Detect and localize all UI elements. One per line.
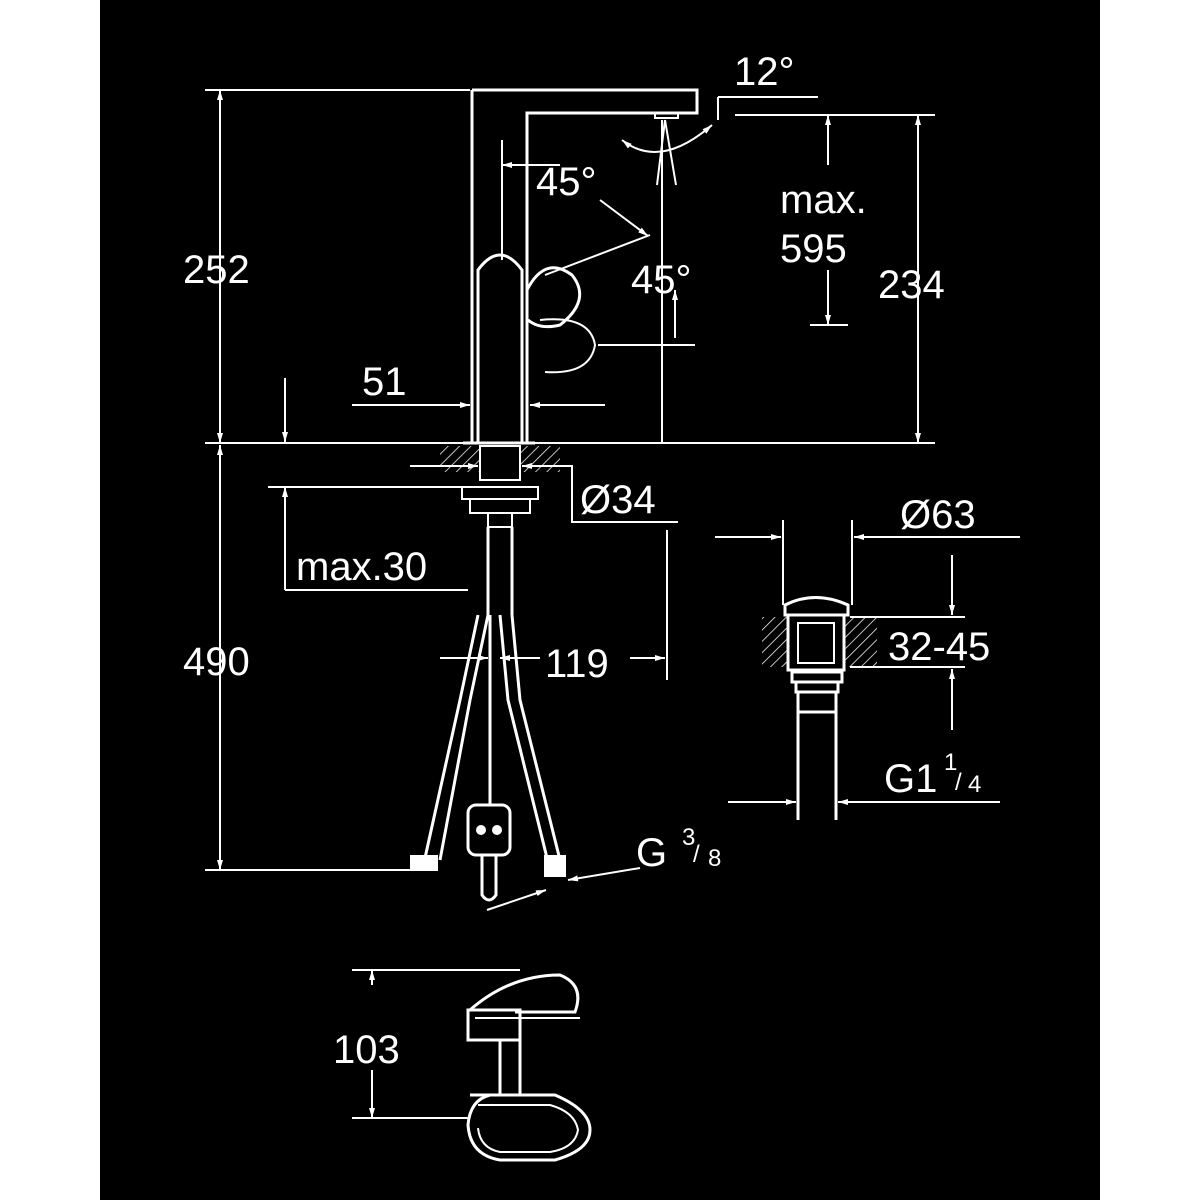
label-slash-drain: / <box>955 769 962 796</box>
label-595: 595 <box>780 227 847 271</box>
dim-12-deg <box>621 96 818 186</box>
dim-g38 <box>486 867 641 911</box>
dim-490 <box>205 445 410 871</box>
supply-hoses <box>410 527 566 902</box>
dim-119 <box>440 530 668 680</box>
dim-45-deg <box>501 120 695 443</box>
label-g-num-drain: 1 <box>944 749 957 776</box>
label-diameter-34: Ø34 <box>580 478 656 522</box>
dim-max30 <box>268 486 468 591</box>
label-119: 119 <box>545 642 609 686</box>
dim-595 <box>810 115 848 326</box>
label-g-den-drain: 4 <box>968 771 981 798</box>
label-103: 103 <box>333 1028 400 1072</box>
label-angle-45-lower: 45° <box>631 258 692 302</box>
dim-32-45 <box>850 555 965 730</box>
label-angle-12: 12° <box>734 50 795 94</box>
deck-section <box>205 442 935 528</box>
label-diameter-63: Ø63 <box>900 493 976 537</box>
label-51: 51 <box>362 360 407 404</box>
label-234: 234 <box>878 263 945 307</box>
label-max: max. <box>780 178 867 222</box>
label-angle-45-upper: 45° <box>536 160 597 204</box>
label-g-num-hose: 3 <box>682 824 695 851</box>
label-252: 252 <box>183 248 250 292</box>
label-490: 490 <box>183 640 250 684</box>
label-32-45: 32-45 <box>888 625 990 669</box>
label-g-main-drain: G1 <box>884 757 937 801</box>
dim-234 <box>735 114 935 443</box>
lever-view <box>466 973 592 1162</box>
dim-103 <box>352 969 520 1119</box>
label-max30: max.30 <box>296 545 427 589</box>
dim-diameter-63 <box>715 520 1020 605</box>
label-g-den-hose: 8 <box>708 845 721 872</box>
dim-diameter-34 <box>410 463 678 523</box>
label-g-main-hose: G <box>636 831 667 875</box>
drain-assembly <box>762 596 877 820</box>
dim-252 <box>205 89 470 443</box>
label-slash-hose: / <box>693 841 700 868</box>
